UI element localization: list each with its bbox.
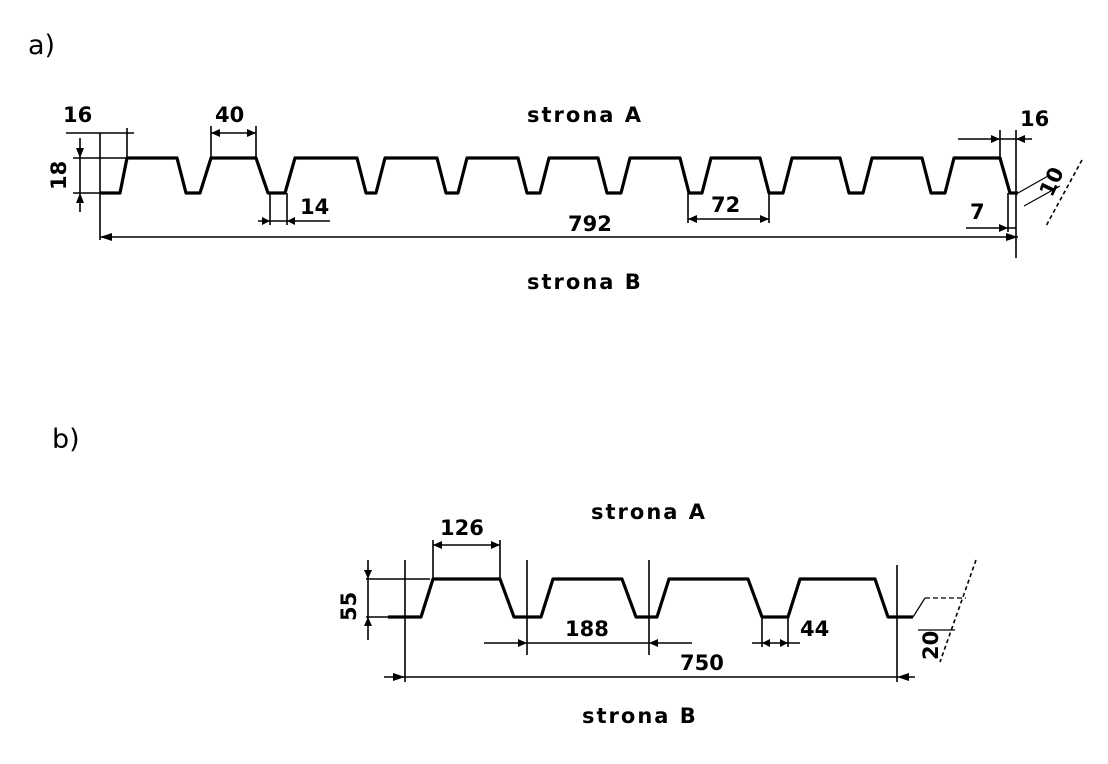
panel-a-pitch-dim: 72 <box>711 193 740 217</box>
panel-b-height-dim: 55 <box>337 592 361 621</box>
panel-b-pitch-dim: 188 <box>565 617 609 641</box>
panel-b-side-top: strona A <box>591 500 707 524</box>
panel-a-lap-dim: 10 <box>1035 163 1069 200</box>
panel-b-side-bottom: strona B <box>582 704 698 728</box>
panel-a-left-edge-dim: 16 <box>63 103 92 127</box>
panel-a-side-bottom: strona B <box>527 270 643 294</box>
panel-a-label: a) <box>28 30 55 61</box>
panel-a-total-width-dim: 792 <box>568 212 612 236</box>
panel-a-height-dim: 18 <box>47 161 71 190</box>
panel-b: b) strona A strona B 55 126 188 <box>52 424 977 728</box>
panel-b-total-width-dim: 750 <box>680 651 724 675</box>
panel-b-lap-dim: 20 <box>919 631 943 660</box>
panel-a-side-top: strona A <box>527 103 643 127</box>
panel-a-profile <box>100 156 1018 195</box>
panel-a-right-end-dim: 7 <box>970 200 985 224</box>
panel-b-profile <box>388 577 913 619</box>
panel-b-label: b) <box>52 424 80 455</box>
panel-a: a) strona A strona B 18 16 40 14 <box>28 30 1083 294</box>
panel-a-bottom-width-dim: 14 <box>300 195 329 219</box>
panel-b-bottom-width-dim: 44 <box>800 617 829 641</box>
panel-a-top-width-dim: 40 <box>215 103 244 127</box>
panel-a-right-edge-dim: 16 <box>1020 107 1049 131</box>
panel-b-top-width-dim: 126 <box>440 516 484 540</box>
